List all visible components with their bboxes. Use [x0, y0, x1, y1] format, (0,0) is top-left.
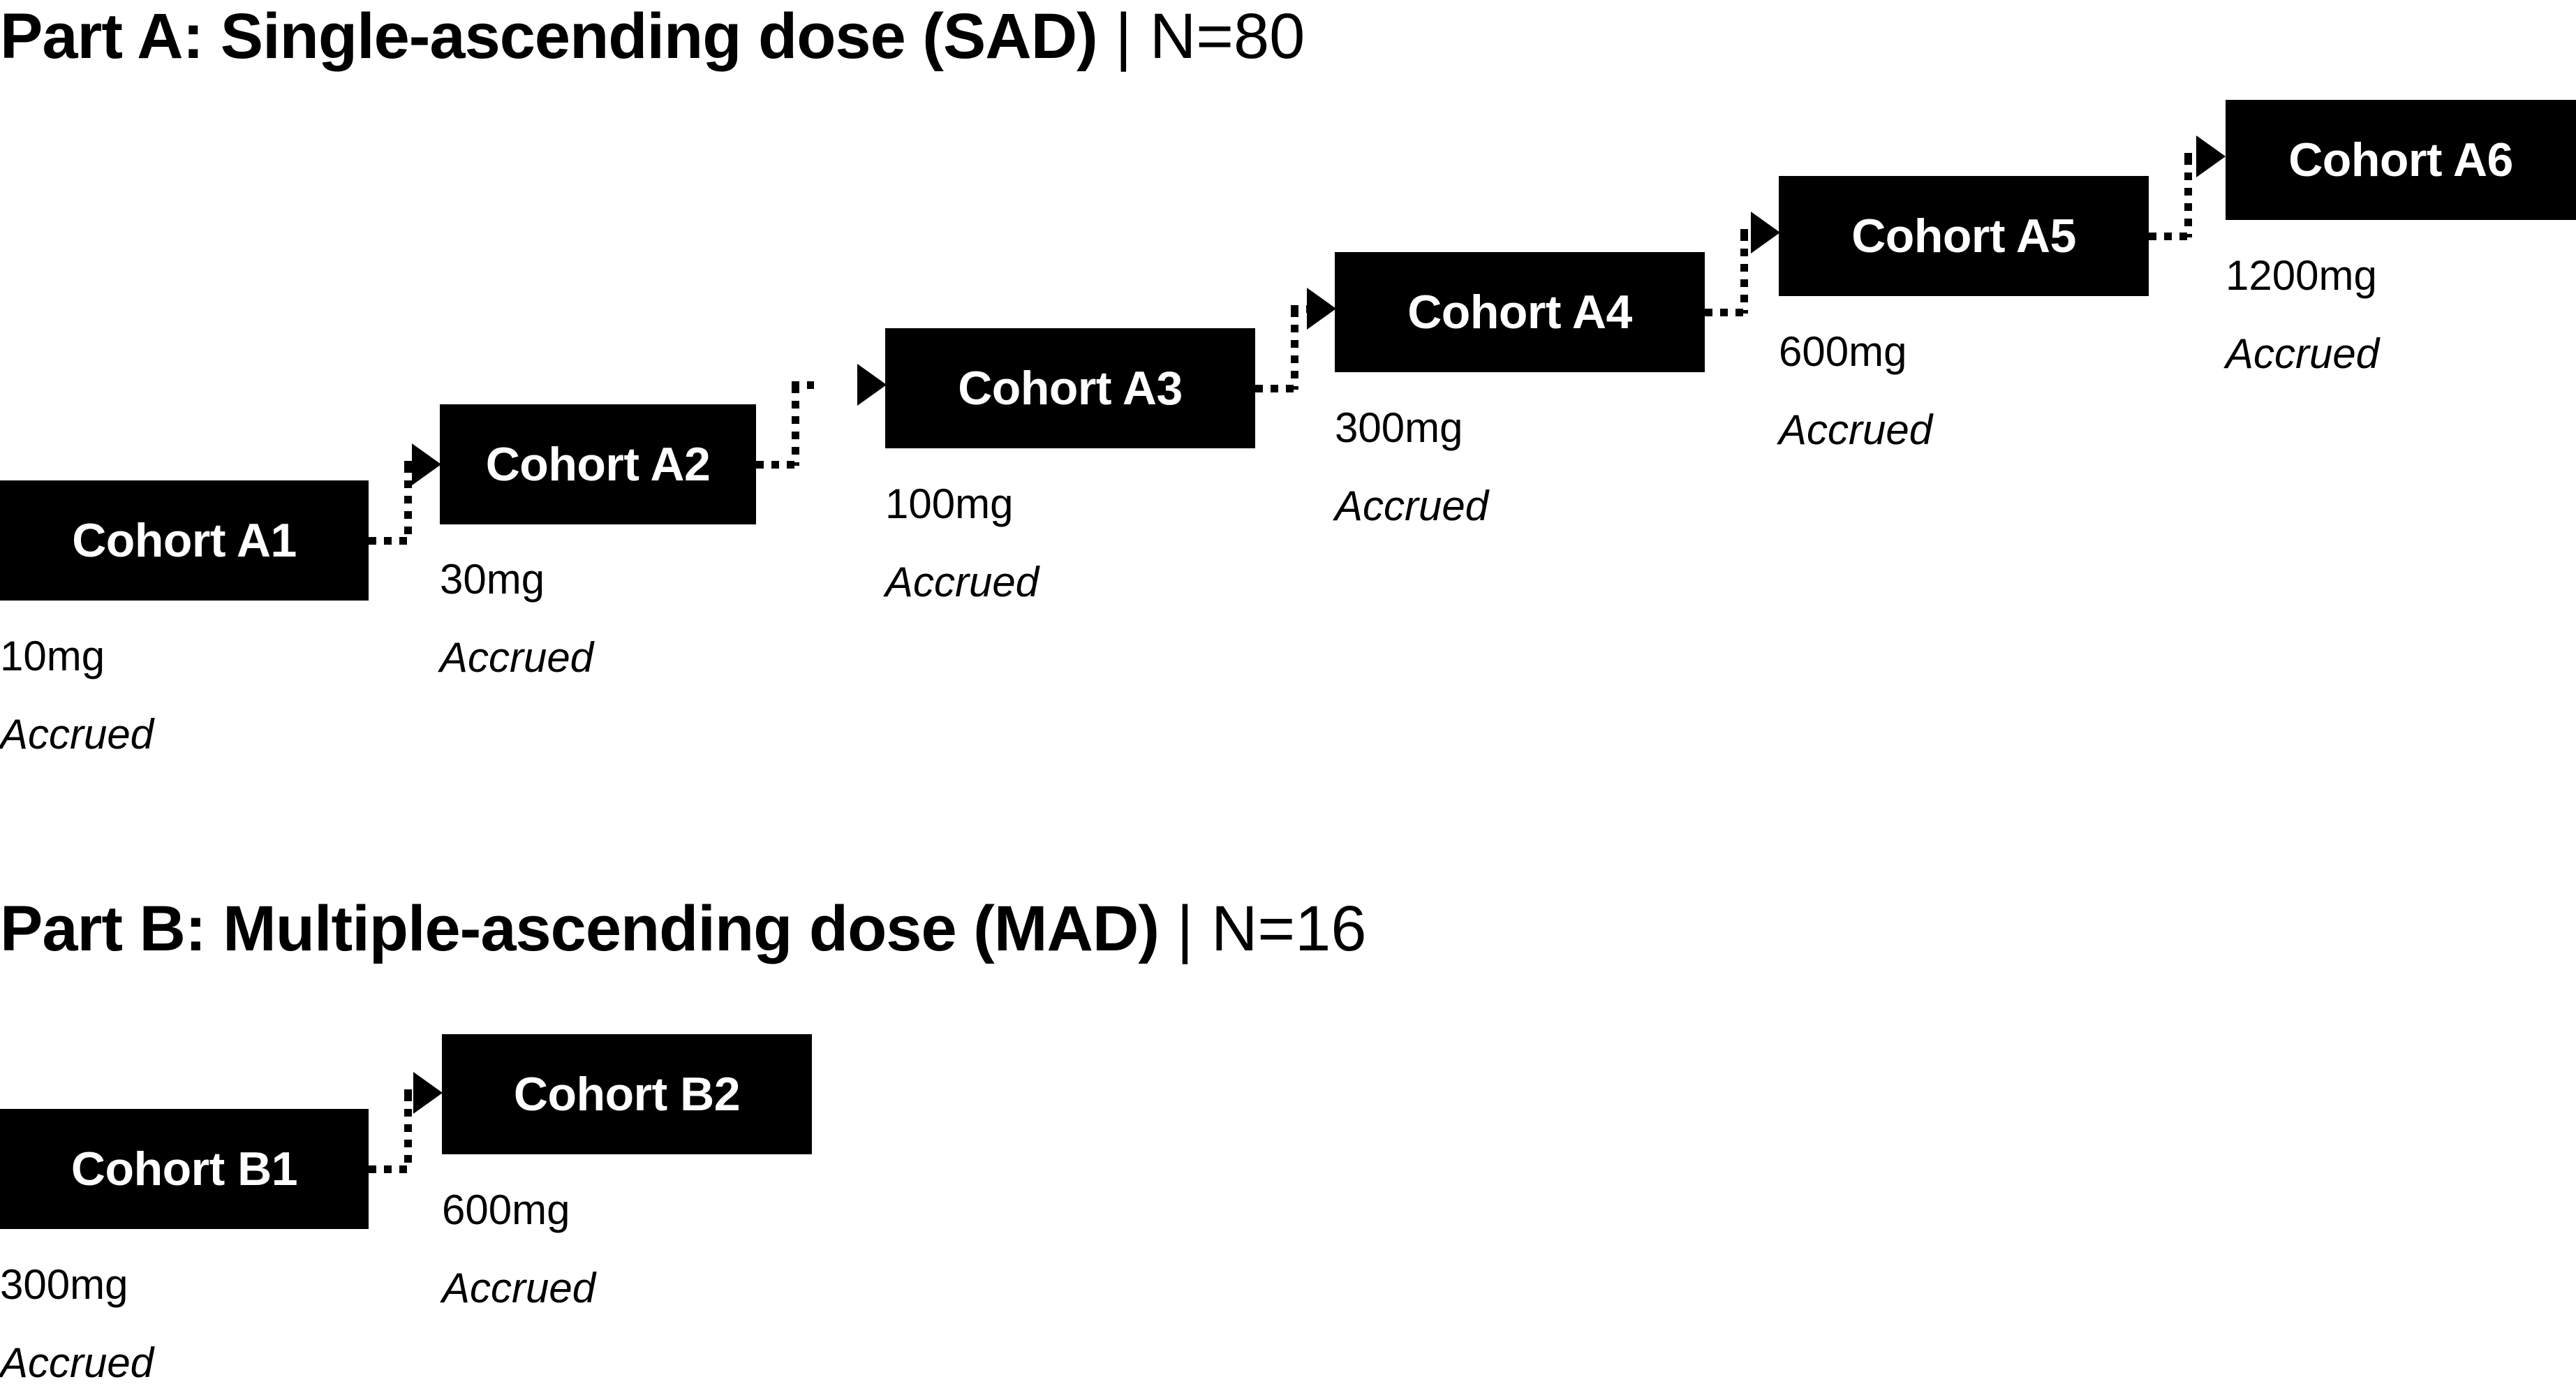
cohort-b1-dose: 300mg [0, 1261, 128, 1308]
cohort-box-a2[interactable]: Cohort A2 [440, 404, 756, 524]
connector-arrowhead-icon [857, 364, 887, 406]
connector-arrowhead-icon [1307, 288, 1336, 330]
connector-segment-vertical [792, 385, 799, 466]
cohort-box-b2[interactable]: Cohort B2 [442, 1034, 812, 1154]
cohort-a3-status: Accrued [885, 559, 1039, 605]
cohort-box-a1-label: Cohort A1 [72, 514, 297, 567]
part-a-title-main: Part A: Single-ascending dose (SAD) [0, 1, 1098, 72]
part-a-title: Part A: Single-ascending dose (SAD) | N=… [0, 4, 1305, 68]
part-b-title-n: | N=16 [1158, 893, 1367, 964]
connector-segment-horizontal [404, 1089, 425, 1097]
connector-segment-horizontal [756, 461, 799, 469]
cohort-b2-status: Accrued [442, 1265, 596, 1311]
connector-segment-vertical [2184, 157, 2192, 237]
connector-segment-horizontal [1255, 385, 1298, 392]
cohort-box-b1-label: Cohort B1 [71, 1142, 298, 1195]
connector-segment-horizontal [1291, 305, 1313, 313]
connector-arrowhead-icon [412, 443, 441, 485]
cohort-a5-status: Accrued [1779, 406, 1933, 453]
cohort-box-a6[interactable]: Cohort A6 [2226, 100, 2576, 220]
cohort-box-a3-label: Cohort A3 [958, 362, 1183, 415]
connector-segment-horizontal [2149, 233, 2192, 240]
cohort-a3-dose: 100mg [885, 480, 1014, 527]
part-a-title-n: | N=80 [1097, 1, 1305, 72]
connector-segment-vertical [1291, 309, 1298, 390]
cohort-box-a3[interactable]: Cohort A3 [885, 328, 1255, 448]
connector-arrowhead-icon [413, 1072, 443, 1114]
connector-segment-horizontal [404, 461, 425, 469]
connector-segment-horizontal [1740, 229, 1763, 237]
cohort-a6-status: Accrued [2226, 330, 2380, 377]
cohort-box-b2-label: Cohort B2 [513, 1068, 741, 1121]
connector-segment-horizontal [369, 537, 412, 545]
cohort-a2-dose: 30mg [440, 556, 545, 603]
cohort-box-a4[interactable]: Cohort A4 [1335, 252, 1705, 372]
connector-segment-horizontal [2184, 153, 2207, 161]
connector-arrowhead-icon [2196, 135, 2226, 177]
cohort-box-a1[interactable]: Cohort A1 [0, 480, 369, 601]
cohort-b1-status: Accrued [0, 1339, 154, 1386]
connector-segment-horizontal [792, 381, 814, 389]
cohort-a4-status: Accrued [1335, 483, 1489, 529]
connector-segment-horizontal [369, 1165, 412, 1173]
connector-segment-vertical [404, 465, 412, 542]
connector-segment-horizontal [1705, 309, 1748, 316]
cohort-a5-dose: 600mg [1779, 328, 1907, 375]
cohort-box-a6-label: Cohort A6 [2288, 133, 2513, 186]
connector-arrowhead-icon [1751, 212, 1780, 253]
cohort-a2-status: Accrued [440, 634, 594, 681]
cohort-a1-status: Accrued [0, 711, 154, 758]
cohort-a4-dose: 300mg [1335, 404, 1463, 451]
cohort-box-a5-label: Cohort A5 [1851, 209, 2076, 263]
connector-segment-vertical [404, 1094, 412, 1170]
cohort-box-a4-label: Cohort A4 [1407, 286, 1632, 339]
cohort-box-b1[interactable]: Cohort B1 [0, 1109, 369, 1229]
part-b-title-main: Part B: Multiple-ascending dose (MAD) [0, 893, 1160, 964]
cohort-a1-dose: 10mg [0, 633, 105, 679]
cohort-box-a2-label: Cohort A2 [485, 438, 711, 491]
part-b-title: Part B: Multiple-ascending dose (MAD) | … [0, 897, 1367, 961]
cohort-b2-dose: 600mg [442, 1186, 570, 1233]
cohort-a6-dose: 1200mg [2226, 252, 2377, 299]
connector-segment-vertical [1740, 233, 1748, 314]
cohort-box-a5[interactable]: Cohort A5 [1779, 176, 2149, 296]
